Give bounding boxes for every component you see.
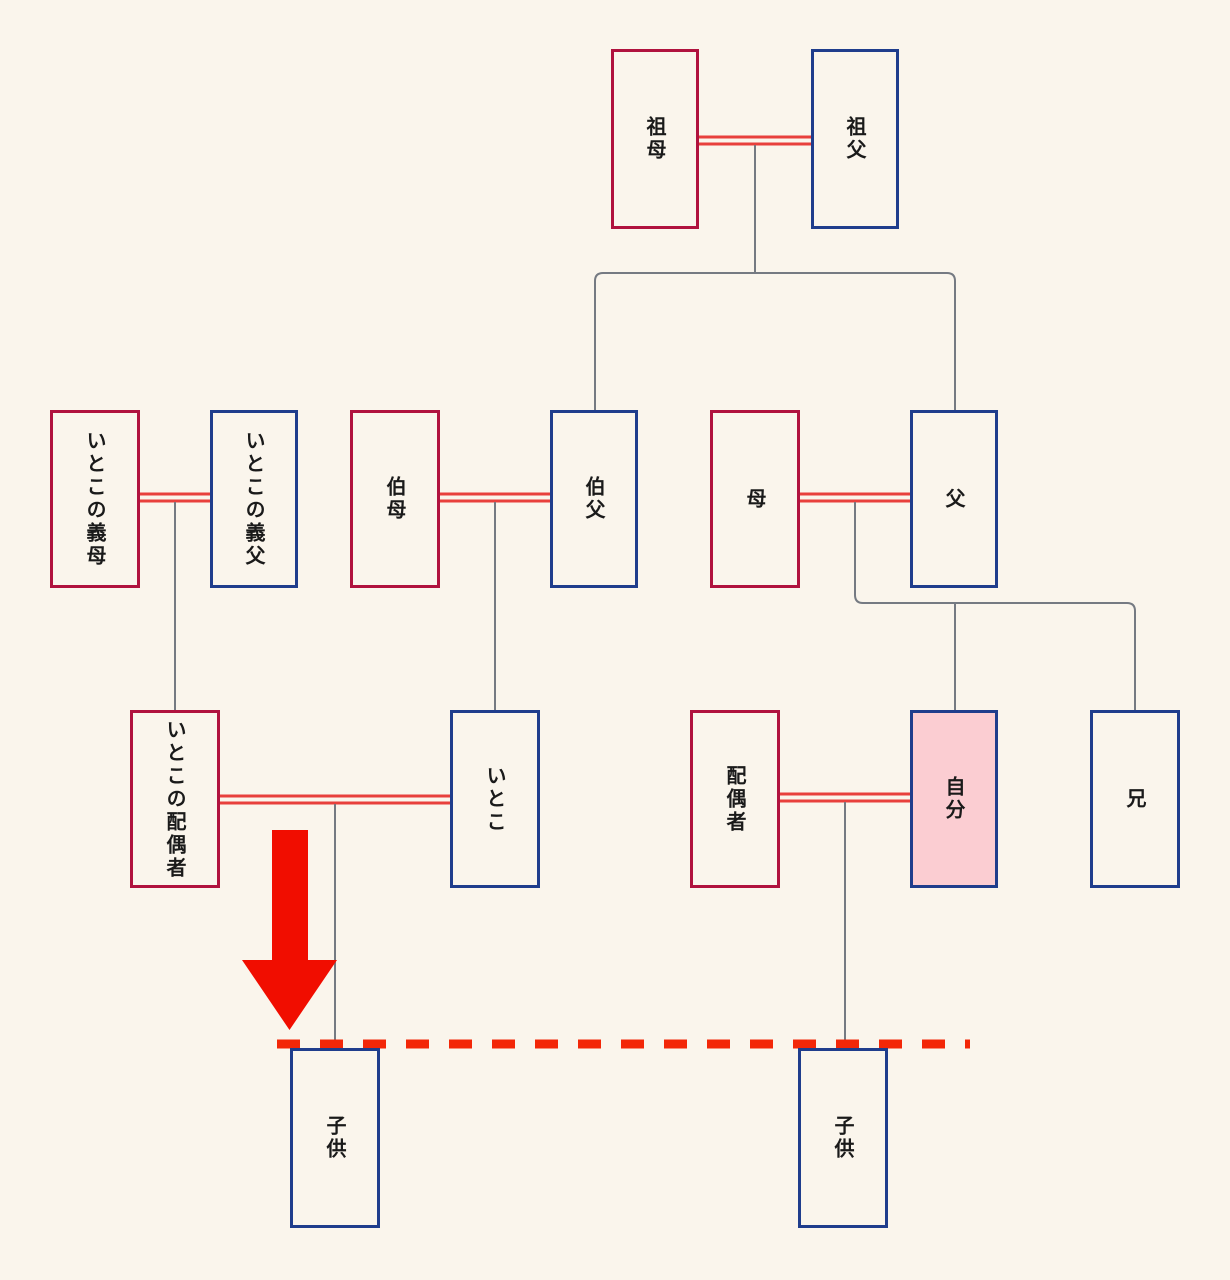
node-label: 配偶者 — [723, 764, 747, 834]
red-down-arrow-icon — [242, 830, 337, 1030]
node-label: 伯父 — [582, 476, 606, 522]
node-label: 兄 — [1123, 787, 1147, 811]
marriage-line-aunt-uncle — [440, 492, 550, 503]
node-grandmother: 祖母 — [611, 49, 699, 229]
node-label: 父 — [942, 487, 966, 511]
node-cousin: いとこ — [450, 710, 540, 888]
node-brother: 兄 — [1090, 710, 1180, 888]
marriage-line-self-couple — [780, 792, 910, 803]
node-label: いとこの配偶者 — [163, 718, 187, 880]
marriage-line-cousins-in-laws — [140, 492, 210, 503]
node-self: 自分 — [910, 710, 998, 888]
node-aunt: 伯母 — [350, 410, 440, 588]
node-label: 母 — [743, 487, 767, 511]
node-mother: 母 — [710, 410, 800, 588]
node-label: いとこ — [483, 764, 507, 834]
marriage-line-parents — [800, 492, 910, 503]
node-grandfather: 祖父 — [811, 49, 899, 229]
node-label: 自分 — [942, 776, 966, 822]
node-label: 伯母 — [383, 476, 407, 522]
node-cousins-mother-in-law: いとこの義母 — [50, 410, 140, 588]
node-label: 子供 — [323, 1115, 347, 1161]
node-label: 祖父 — [843, 116, 867, 162]
node-father: 父 — [910, 410, 998, 588]
node-label: 祖母 — [643, 116, 667, 162]
node-child-right: 子供 — [798, 1048, 888, 1228]
node-cousins-father-in-law: いとこの義父 — [210, 410, 298, 588]
marriage-line-grandparents — [699, 135, 811, 146]
node-label: 子供 — [831, 1115, 855, 1161]
node-uncle: 伯父 — [550, 410, 638, 588]
node-child-left: 子供 — [290, 1048, 380, 1228]
marriage-line-cousin-couple — [220, 794, 450, 805]
node-spouse: 配偶者 — [690, 710, 780, 888]
node-label: いとこの義父 — [242, 430, 266, 568]
node-cousins-spouse: いとこの配偶者 — [130, 710, 220, 888]
node-label: いとこの義母 — [83, 430, 107, 568]
